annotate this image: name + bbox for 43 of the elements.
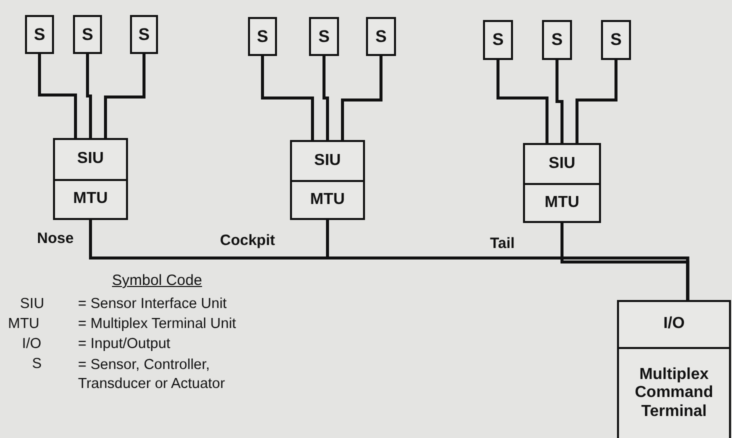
symbol-abbreviation: MTU [8,316,40,332]
section-text: MTU [310,190,345,210]
sensor-box: S [309,17,339,56]
symbol-definition: = Sensor Interface Unit [78,296,227,312]
sensor-box: S [73,15,102,54]
unit-box [290,140,365,220]
connector-line [38,54,77,138]
connector-line [261,56,314,140]
symbol-abbreviation: SIU [20,296,44,312]
sensor-box: S [601,20,631,60]
connector-line [556,60,564,143]
unit-box [523,143,601,223]
sensor-box: S [25,15,54,54]
section-text: MTU [73,190,108,209]
sensor-box: S [248,17,277,56]
symbol-definition: = Multiplex Terminal Unit [78,316,236,332]
connector-line [86,54,92,138]
sensor-box: S [483,20,513,60]
connector-line [322,56,329,140]
connector-line [576,60,618,143]
location-label: Tail [490,235,515,252]
connector-line [341,56,382,140]
symbol-abbreviation: S [32,356,42,372]
symbol-definition: = Sensor, Controller, Transducer or Actuator [78,356,226,394]
section-title: SIU [314,152,341,170]
sensor-box: S [130,15,158,54]
section-title: SIU [548,154,576,174]
section-title: SIU [77,150,104,169]
location-label: Nose [37,230,74,247]
section-text: Multiplex Command Terminal [634,366,714,422]
connector-line [496,60,548,143]
bus-line [560,223,690,300]
legend-heading: Symbol Code [112,272,202,289]
terminal-box [617,300,731,438]
location-label: Cockpit [220,232,276,249]
connector-line [104,54,146,138]
section-text: MTU [544,194,580,212]
symbol-abbreviation: I/O [22,336,42,352]
section-title: I/O [663,315,685,334]
sensor-box: S [366,17,396,56]
sensor-box: S [542,20,572,60]
unit-box [53,138,128,220]
symbol-definition: = Input/Output [78,336,170,352]
